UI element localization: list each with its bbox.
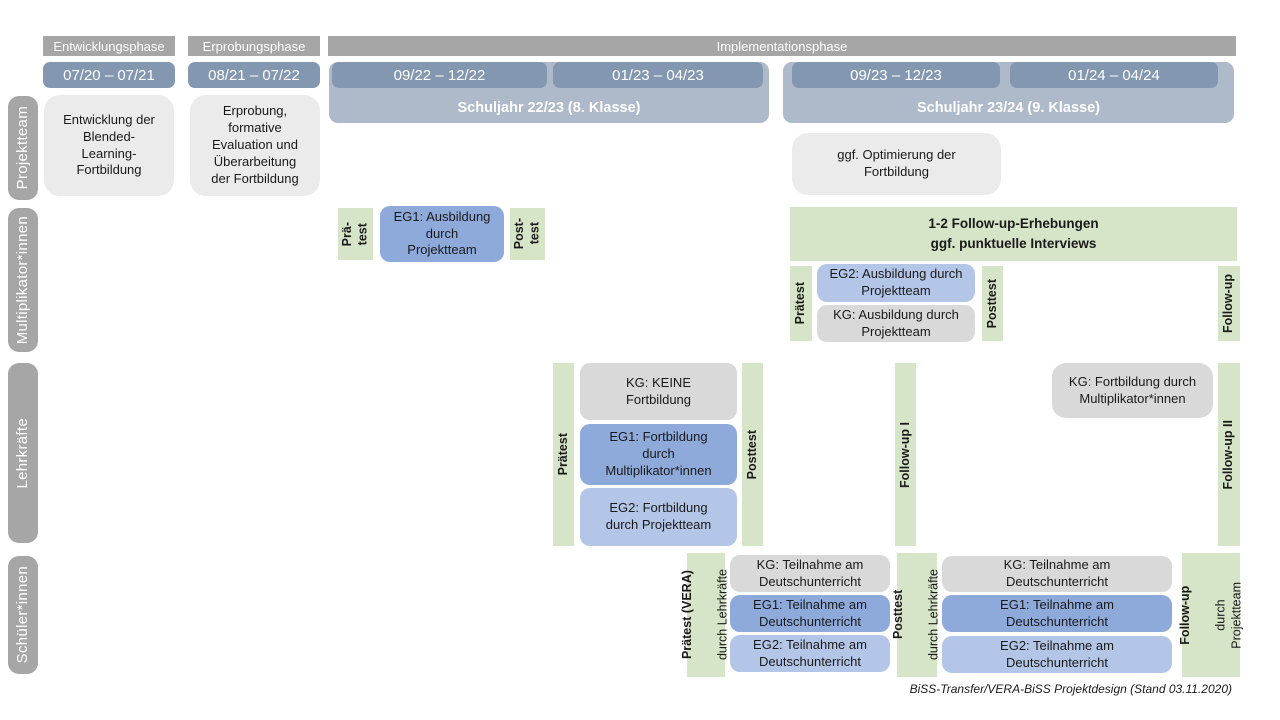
school-year-band-23-24: 09/23 – 12/23 01/24 – 04/24 Schuljahr 23… [783,62,1234,123]
green-label-followup-schueler-sub: durch Projektteam [1213,581,1243,649]
sidebar-label-projektteam-text: Projektteam [13,106,31,190]
box-kg-ausbildung-projektteam: KG: Ausbildung durch Projektteam [817,305,975,342]
sidebar-label-lehrkraefte-text: Lehrkräfte [13,417,31,489]
box-followup-erhebungen: 1-2 Follow-up-Erhebungen ggf. punktuelle… [790,207,1237,261]
green-label-posttest-multiplikatoren-2: Posttest [982,266,1003,341]
phase-bar-erprobungsphase: Erprobungsphase [188,36,320,56]
green-label-followup-1: Follow-up I [895,363,916,546]
green-label-posttest-lehrkraefte: Posttest [742,363,763,546]
sidebar-label-schueler: Schüler*innen [8,556,38,674]
sidebar-label-multiplikatoren: Multiplikator*innen [8,208,38,352]
green-label-posttest-multiplikatoren-1: Post- test [510,208,545,260]
green-label-posttest-schueler-sub: durch Lehrkräfte [927,569,941,661]
green-label-praetest-lehrkraefte-text: Prätest [555,433,570,476]
green-label-praetest-multiplikatoren-2: Prätest [790,266,812,341]
green-label-praetest-lehrkraefte: Prätest [553,363,574,546]
date-pill-sy2-p2: 01/24 – 04/24 [1010,62,1218,88]
box-optimierung-fortbildung: ggf. Optimierung der Fortbildung [792,133,1001,195]
green-label-followup-multiplikatoren: Follow-up [1218,266,1240,341]
green-label-posttest-schueler-main: Posttest [891,590,906,640]
green-label-praetest-multiplikatoren-1: Prä- test [338,208,373,260]
sidebar-label-projektteam: Projektteam [8,96,38,200]
sidebar-label-schueler-text: Schüler*innen [13,566,31,664]
green-label-followup-schueler: Follow-up durch Projektteam [1178,553,1243,677]
school-year-label-22-23: Schuljahr 22/23 (8. Klasse) [457,99,641,116]
box-kg-teilnahme-2: KG: Teilnahme am Deutschunterricht [942,556,1172,592]
school-year-label-23-24: Schuljahr 23/24 (9. Klasse) [917,99,1100,116]
green-label-followup-multiplikatoren-text: Follow-up [1221,273,1236,333]
box-kg-teilnahme-1: KG: Teilnahme am Deutschunterricht [730,555,890,592]
box-eg1-teilnahme-2: EG1: Teilnahme am Deutschunterricht [942,595,1172,632]
phase-bar-entwicklungsphase: Entwicklungsphase [43,36,175,56]
green-label-praetest-vera: Prätest (VERA) durch Lehrkräfte [680,553,730,677]
green-label-praetest-multiplikatoren-2-text: Prätest [793,282,808,325]
footer-note: BiSS-Transfer/VERA-BiSS Projektdesign (S… [909,682,1232,696]
green-label-followup-schueler-text: Follow-up durch Projektteam [1158,582,1265,649]
green-label-posttest-multiplikatoren-1-text: Post- test [511,218,542,250]
box-eg2-ausbildung-projektteam: EG2: Ausbildung durch Projektteam [817,264,975,302]
box-eg2-fortbildung-projektteam: EG2: Fortbildung durch Projektteam [580,488,737,546]
box-erprobung-evaluation: Erprobung, formative Evaluation und Über… [190,95,320,196]
green-label-posttest-multiplikatoren-2-text: Posttest [984,278,999,329]
box-kg-fortbildung-multiplikatoren: KG: Fortbildung durch Multiplikator*inne… [1052,363,1213,418]
green-label-praetest-multiplikatoren-1-text: Prä- test [339,221,370,247]
sidebar-label-multiplikatoren-text: Multiplikator*innen [13,215,31,345]
phase-bar-implementationsphase: Implementationsphase [328,36,1236,56]
date-pill-sy2-p1: 09/23 – 12/23 [792,62,1000,88]
box-eg2-teilnahme-2: EG2: Teilnahme am Deutschunterricht [942,636,1172,673]
green-label-followup-schueler-main: Follow-up [1177,585,1192,645]
school-year-band-22-23: 09/22 – 12/22 01/23 – 04/23 Schuljahr 22… [329,62,769,123]
green-label-followup-2-text: Follow-up II [1221,419,1236,490]
box-eg1-ausbildung-projektteam: EG1: Ausbildung durch Projektteam [380,206,504,262]
box-eg2-teilnahme-1: EG2: Teilnahme am Deutschunterricht [730,635,890,672]
green-label-followup-1-text: Follow-up I [897,421,912,488]
date-pill-sy1-p2: 01/23 – 04/23 [553,62,763,88]
date-pill-sy1-p1: 09/22 – 12/22 [332,62,547,88]
box-kg-keine-fortbildung: KG: KEINE Fortbildung [580,363,737,420]
green-label-posttest-lehrkraefte-text: Posttest [744,429,759,480]
date-pill-dev-period: 07/20 – 07/21 [43,62,175,88]
green-label-praetest-vera-main: Prätest (VERA) [680,570,695,660]
date-pill-test-period: 08/21 – 07/22 [188,62,320,88]
green-label-posttest-schueler: Posttest durch Lehrkräfte [891,553,941,677]
box-eg1-teilnahme-1: EG1: Teilnahme am Deutschunterricht [730,595,890,632]
sidebar-label-lehrkraefte: Lehrkräfte [8,363,38,543]
box-eg1-fortbildung-multiplikatoren: EG1: Fortbildung durch Multiplikator*inn… [580,424,737,485]
box-entwicklung-fortbildung: Entwicklung der Blended- Learning- Fortb… [44,95,174,196]
green-label-followup-2: Follow-up II [1218,363,1240,546]
